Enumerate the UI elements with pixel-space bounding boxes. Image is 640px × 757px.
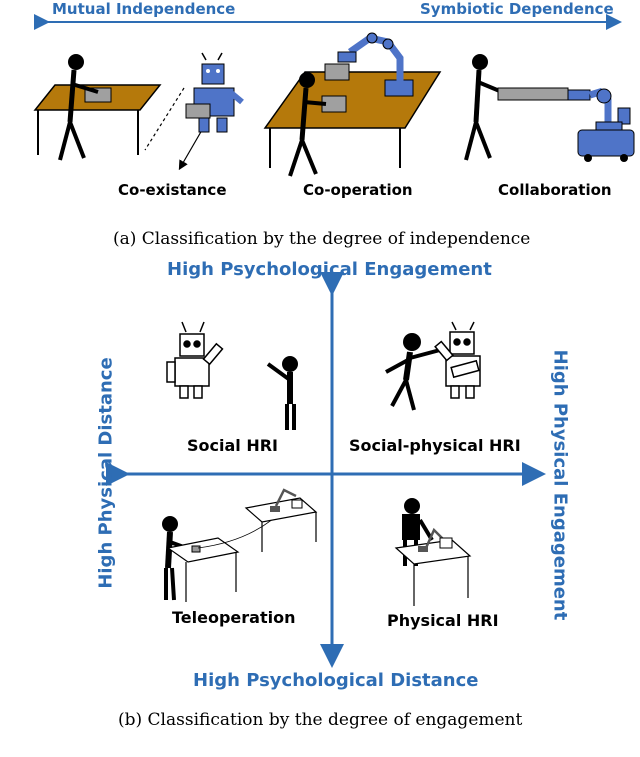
scale-left-label: Mutual Independence xyxy=(52,0,236,18)
quadrant-label-social-physical-hri: Social-physical HRI xyxy=(349,436,521,455)
caption-a: (a) Classification by the degree of inde… xyxy=(113,229,531,249)
panel-label-collaboration: Collaboration xyxy=(498,181,612,199)
quadrant-label-social-hri: Social HRI xyxy=(187,436,278,455)
quadrant-label-teleoperation: Teleoperation xyxy=(172,608,296,627)
quadrant-label-physical-hri: Physical HRI xyxy=(387,611,499,630)
coexistance-scene xyxy=(33,52,244,171)
cooperation-scene xyxy=(263,32,442,177)
collaboration-scene xyxy=(464,54,635,162)
physical-hri-scene xyxy=(394,498,472,606)
social-physical-hri-robot xyxy=(434,321,481,399)
scale-right-label: Symbiotic Dependence xyxy=(420,0,614,18)
coexistance-human-head xyxy=(68,54,84,70)
panel-label-cooperation: Co-operation xyxy=(303,181,413,199)
axis-label-bottom: High Psychological Distance xyxy=(193,670,479,691)
panel-label-coexistance: Co-existance xyxy=(118,181,227,199)
social-hri-scene xyxy=(166,321,224,399)
social-hri-human xyxy=(266,356,298,430)
teleoperation-scene xyxy=(162,488,318,602)
social-physical-hri-human xyxy=(385,333,441,411)
caption-b: (b) Classification by the degree of enga… xyxy=(118,710,523,730)
coexistance-robot xyxy=(185,52,244,133)
axis-label-left: High Physical Distance xyxy=(95,357,117,589)
axis-label-right: High Physical Engagement xyxy=(549,349,571,621)
cooperation-table-top xyxy=(263,71,442,129)
axis-label-top: High Psychological Engagement xyxy=(167,259,492,280)
